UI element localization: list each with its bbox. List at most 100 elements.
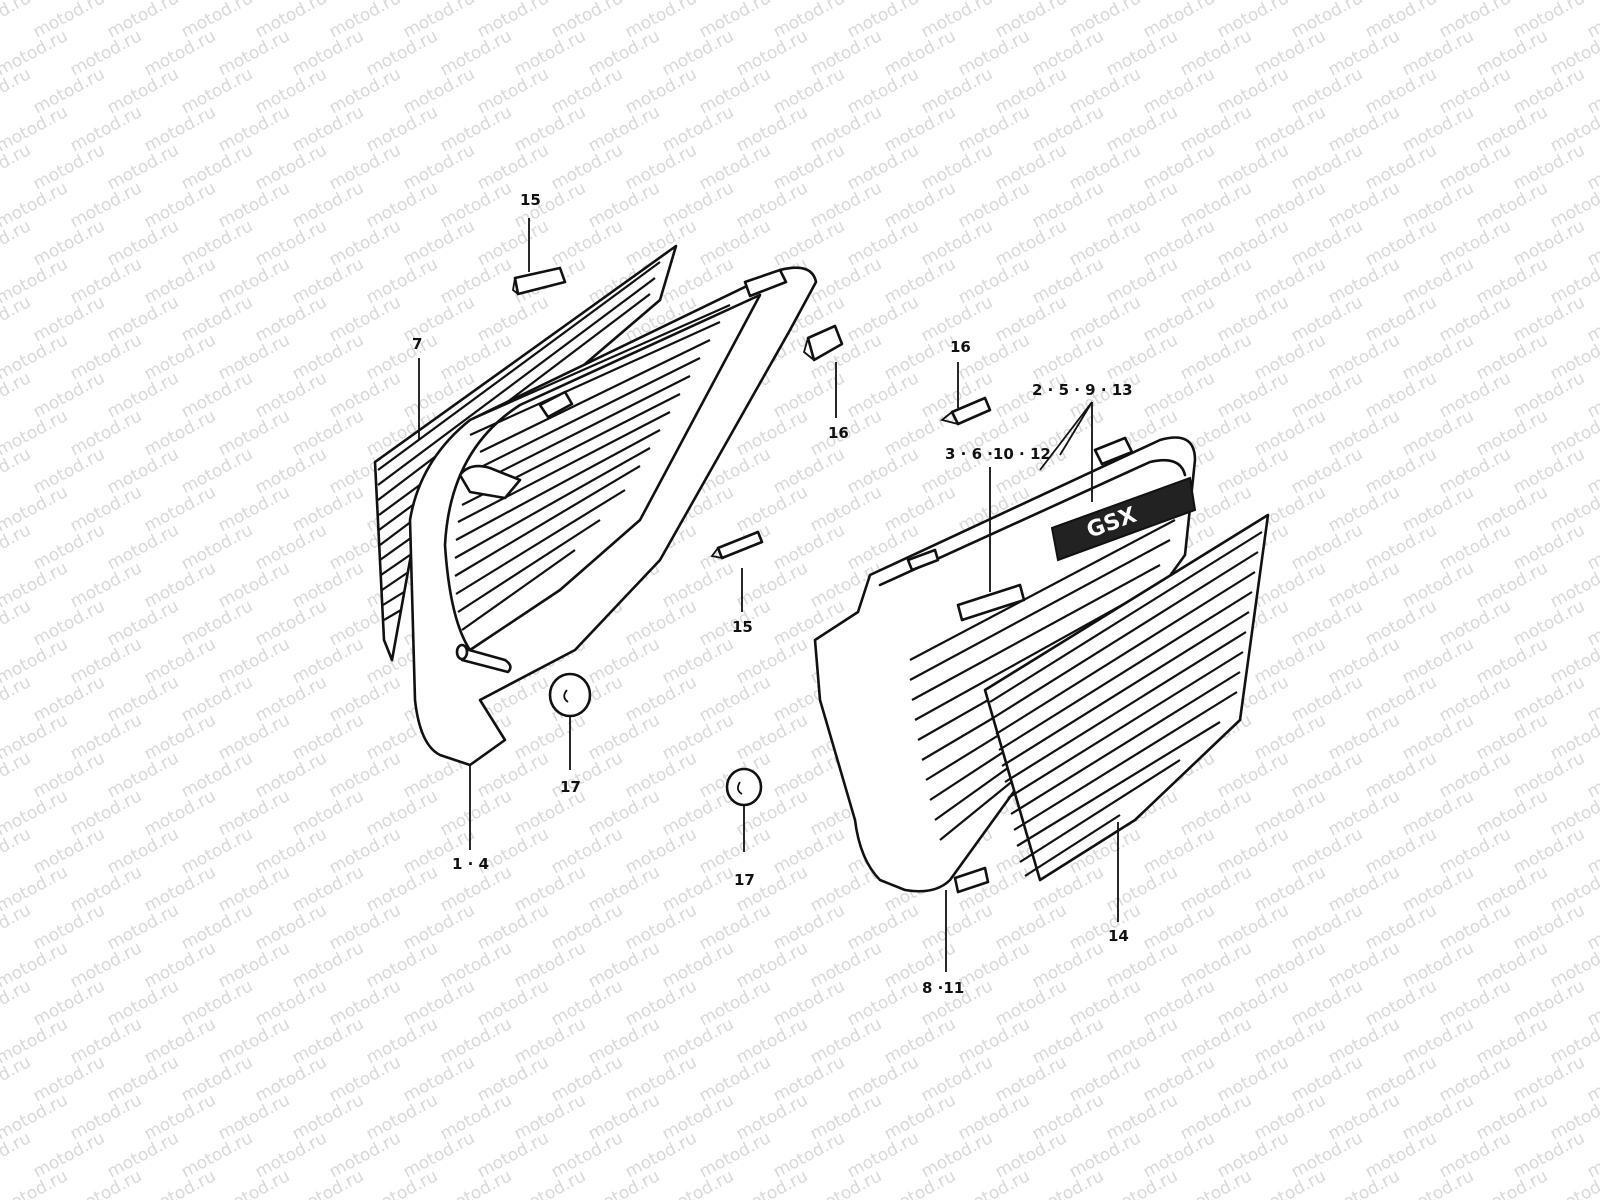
watermark-text: motod.ru: [178, 1128, 256, 1182]
watermark-text: motod.ru: [178, 444, 256, 498]
watermark-text: motod.ru: [1584, 1052, 1600, 1106]
watermark-text: motod.ru: [1214, 1052, 1292, 1106]
watermark-text: motod.ru: [585, 1090, 663, 1144]
watermark-text: motod.ru: [1251, 102, 1329, 156]
watermark-text: motod.ru: [696, 64, 774, 118]
right-side-cover-assembly: GSX: [813, 436, 1270, 894]
cushion-15-mid: [710, 530, 764, 560]
watermark-text: motod.ru: [1325, 102, 1403, 156]
watermark-text: motod.ru: [1510, 64, 1588, 118]
watermark-text: motod.ru: [659, 938, 737, 992]
watermark-text: motod.ru: [326, 824, 404, 878]
watermark-text: motod.ru: [807, 178, 885, 232]
watermark-text: motod.ru: [474, 1052, 552, 1106]
right-cover-bottom-tab: [953, 866, 990, 894]
watermark-text: motod.ru: [1362, 64, 1440, 118]
watermark-text: motod.ru: [1584, 900, 1600, 954]
watermark-text: motod.ru: [1214, 368, 1292, 422]
watermark-text: motod.ru: [1029, 26, 1107, 80]
watermark-text: motod.ru: [770, 444, 848, 498]
watermark-text: motod.ru: [1251, 1166, 1329, 1200]
watermark-text: motod.ru: [1325, 1166, 1403, 1200]
watermark-text: motod.ru: [622, 976, 700, 1030]
watermark-text: motod.ru: [104, 216, 182, 270]
watermark-text: motod.ru: [1214, 292, 1292, 346]
watermark-text: motod.ru: [30, 444, 108, 498]
watermark-text: motod.ru: [1325, 938, 1403, 992]
watermark-text: motod.ru: [178, 368, 256, 422]
watermark-text: motod.ru: [511, 710, 589, 764]
watermark-text: motod.ru: [1399, 406, 1477, 460]
watermark-text: motod.ru: [67, 26, 145, 80]
watermark-text: motod.ru: [1584, 824, 1600, 878]
watermark-text: motod.ru: [289, 406, 367, 460]
watermark-text: motod.ru: [1399, 482, 1477, 536]
watermark-text: motod.ru: [1510, 368, 1588, 422]
watermark-text: motod.ru: [1399, 1166, 1477, 1200]
watermark-text: motod.ru: [585, 710, 663, 764]
watermark-text: motod.ru: [1473, 634, 1551, 688]
watermark-text: motod.ru: [178, 900, 256, 954]
watermark-text: motod.ru: [1399, 938, 1477, 992]
watermark-text: motod.ru: [1140, 292, 1218, 346]
watermark-text: motod.ru: [215, 254, 293, 308]
watermark-text: motod.ru: [659, 26, 737, 80]
watermark-text: motod.ru: [289, 634, 367, 688]
watermark-text: motod.ru: [67, 482, 145, 536]
watermark-text: motod.ru: [548, 824, 626, 878]
watermark-text: motod.ru: [178, 520, 256, 574]
callout-14: 14: [1108, 927, 1129, 945]
watermark-text: motod.ru: [1029, 330, 1107, 384]
watermark-text: motod.ru: [992, 1128, 1070, 1182]
watermark-text: motod.ru: [1473, 1014, 1551, 1068]
watermark-text: motod.ru: [363, 786, 441, 840]
watermark-text: motod.ru: [30, 1052, 108, 1106]
watermark-text: motod.ru: [770, 1128, 848, 1182]
watermark-text: motod.ru: [1103, 26, 1181, 80]
watermark-text: motod.ru: [548, 140, 626, 194]
watermark-text: motod.ru: [30, 900, 108, 954]
watermark-text: motod.ru: [30, 824, 108, 878]
watermark-text: motod.ru: [67, 102, 145, 156]
watermark-text: motod.ru: [659, 178, 737, 232]
watermark-text: motod.ru: [437, 1166, 515, 1200]
watermark-text: motod.ru: [289, 710, 367, 764]
watermark-text: motod.ru: [1584, 672, 1600, 726]
watermark-text: motod.ru: [1214, 824, 1292, 878]
watermark-text: motod.ru: [585, 862, 663, 916]
watermark-text: motod.ru: [585, 938, 663, 992]
watermark-text: motod.ru: [1473, 482, 1551, 536]
watermark-text: motod.ru: [400, 64, 478, 118]
watermark-text: motod.ru: [1436, 976, 1514, 1030]
watermark-text: motod.ru: [437, 26, 515, 80]
watermark-text: motod.ru: [178, 976, 256, 1030]
watermark-text: motod.ru: [1251, 26, 1329, 80]
watermark-text: motod.ru: [992, 216, 1070, 270]
watermark-text: motod.ru: [1473, 102, 1551, 156]
callout-16-right: 16: [950, 338, 971, 356]
callout-16-left: 16: [828, 424, 849, 442]
watermark-text: motod.ru: [1362, 1128, 1440, 1182]
watermark-text: motod.ru: [659, 634, 737, 688]
watermark-text: motod.ru: [659, 1090, 737, 1144]
watermark-text: motod.ru: [1399, 178, 1477, 232]
watermark-text: motod.ru: [215, 406, 293, 460]
watermark-text: motod.ru: [1288, 292, 1366, 346]
watermark-text: motod.ru: [141, 482, 219, 536]
watermark-text: motod.ru: [696, 140, 774, 194]
watermark-text: motod.ru: [1362, 900, 1440, 954]
watermark-text: motod.ru: [1362, 368, 1440, 422]
watermark-text: motod.ru: [1288, 900, 1366, 954]
watermark-text: motod.ru: [622, 748, 700, 802]
watermark-text: motod.ru: [1436, 520, 1514, 574]
watermark-text: motod.ru: [252, 824, 330, 878]
watermark-text: motod.ru: [67, 710, 145, 764]
watermark-text: motod.ru: [0, 0, 34, 42]
watermark-text: motod.ru: [1177, 1090, 1255, 1144]
grommet-17-left: [548, 672, 592, 718]
watermark-text: motod.ru: [992, 64, 1070, 118]
watermark-text: motod.ru: [1177, 254, 1255, 308]
left-side-cover-assembly: [373, 244, 818, 767]
watermark-text: motod.ru: [1103, 862, 1181, 916]
watermark-text: motod.ru: [1584, 140, 1600, 194]
